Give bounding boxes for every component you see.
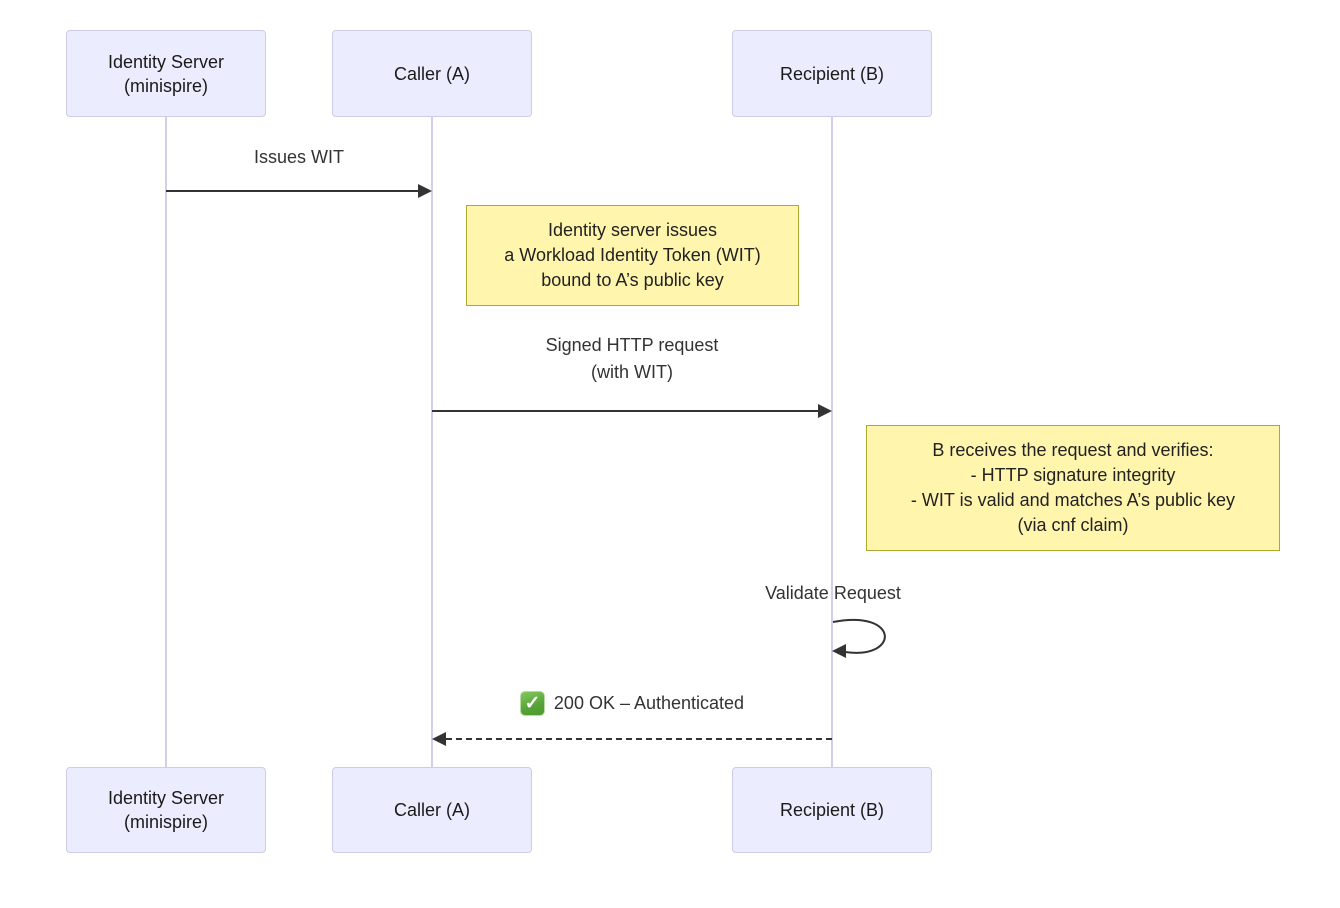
lifeline-identity-server (165, 117, 167, 767)
actor-top-recipient-b: Recipient (B) (732, 30, 932, 117)
arrow-line-200-ok (446, 738, 832, 740)
arrow-line-issues-wit (166, 190, 420, 192)
actor-top-caller-a: Caller (A) (332, 30, 532, 117)
check-icon: ✓ (519, 691, 545, 716)
arrow-line-signed-http-request (432, 410, 818, 412)
note-identity-server-issues: Identity server issues a Workload Identi… (466, 205, 799, 306)
lifeline-caller-a (431, 117, 433, 767)
actor-bottom-caller-a: Caller (A) (332, 767, 532, 853)
arrowhead-right-icon (418, 184, 432, 198)
self-loop-arrow-icon (832, 618, 886, 658)
message-label-issues-wit: Issues WIT (253, 147, 344, 167)
note-b-verifies: B receives the request and verifies: - H… (866, 425, 1280, 551)
arrowhead-right-icon (818, 404, 832, 418)
message-label-signed-http-request: Signed HTTP request (with WIT) (545, 335, 719, 382)
message-label-200-ok: ✓ 200 OK – Authenticated (432, 691, 832, 716)
actor-top-identity-server: Identity Server (minispire) (66, 30, 266, 117)
lifeline-recipient-b (831, 117, 833, 767)
actor-bottom-recipient-b: Recipient (B) (732, 767, 932, 853)
message-label-validate-request: Validate Request (765, 583, 901, 603)
arrowhead-left-icon (432, 732, 446, 746)
message-200-ok-text: 200 OK – Authenticated (553, 693, 745, 713)
actor-bottom-identity-server: Identity Server (minispire) (66, 767, 266, 853)
